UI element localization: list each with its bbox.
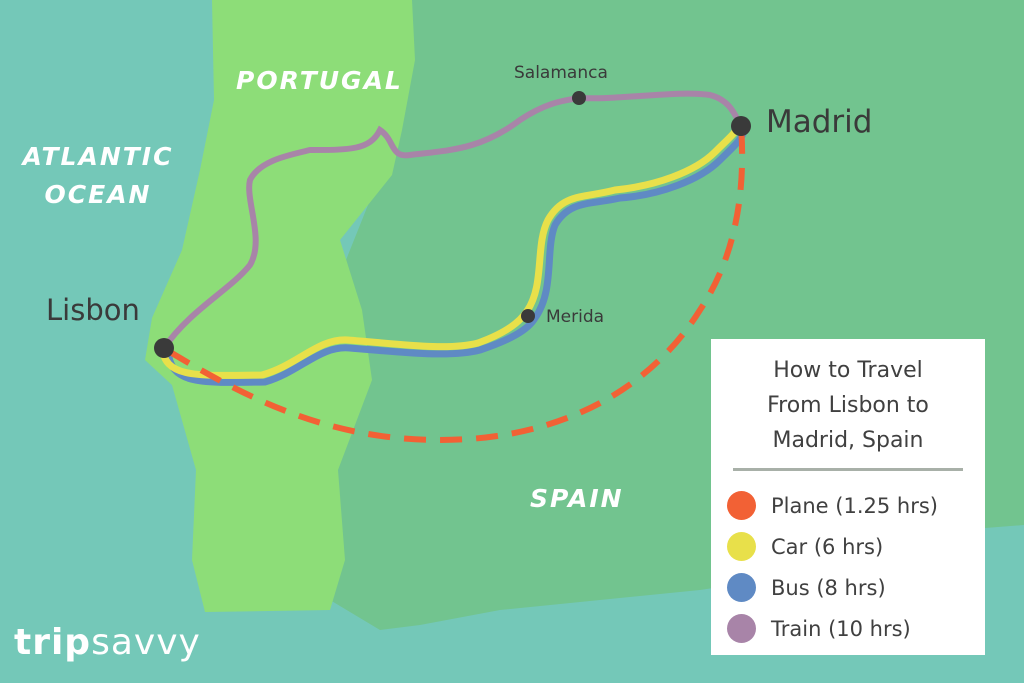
legend-label: Plane (1.25 hrs): [771, 493, 938, 518]
train-swatch-icon: [727, 614, 756, 643]
ocean-label: Atlantic Ocean: [18, 138, 178, 214]
legend-item-car: Car (6 hrs): [727, 526, 969, 567]
plane-swatch-icon: [727, 491, 756, 520]
legend-title-line2: From Lisbon to: [767, 393, 929, 418]
bus-swatch-icon: [727, 573, 756, 602]
madrid-label: Madrid: [766, 104, 873, 140]
portugal-landmass: [145, 0, 415, 612]
portugal-label: Portugal: [236, 66, 403, 95]
car-swatch-icon: [727, 532, 756, 561]
tripsavvy-logo: tripsavvy: [14, 622, 201, 663]
logo-part2: savvy: [91, 622, 201, 663]
merida-marker[interactable]: [521, 309, 535, 323]
legend-divider: [733, 468, 963, 471]
ocean-label-line1: Atlantic: [22, 142, 174, 171]
legend-title: How to Travel From Lisbon to Madrid, Spa…: [727, 353, 969, 458]
lisbon-label: Lisbon: [46, 293, 140, 327]
lisbon-marker[interactable]: [154, 338, 174, 358]
legend-label: Car (6 hrs): [771, 534, 884, 559]
legend-title-line1: How to Travel: [773, 358, 923, 383]
train-route: [161, 90, 744, 351]
legend-label: Train (10 hrs): [771, 616, 911, 641]
logo-part1: trip: [14, 622, 92, 663]
legend-label: Bus (8 hrs): [771, 575, 886, 600]
legend-item-bus: Bus (8 hrs): [727, 567, 969, 608]
salamanca-marker[interactable]: [572, 91, 586, 105]
legend-item-plane: Plane (1.25 hrs): [727, 485, 969, 526]
bus-route: [164, 124, 749, 386]
madrid-marker[interactable]: [731, 116, 751, 136]
merida-label: Merida: [546, 307, 605, 327]
ocean-label-line2: Ocean: [44, 180, 152, 209]
salamanca-label: Salamanca: [514, 63, 608, 83]
spain-label: Spain: [530, 484, 624, 513]
legend-title-line3: Madrid, Spain: [772, 428, 924, 453]
legend-item-train: Train (10 hrs): [727, 608, 969, 649]
legend-panel: How to Travel From Lisbon to Madrid, Spa…: [711, 339, 985, 655]
